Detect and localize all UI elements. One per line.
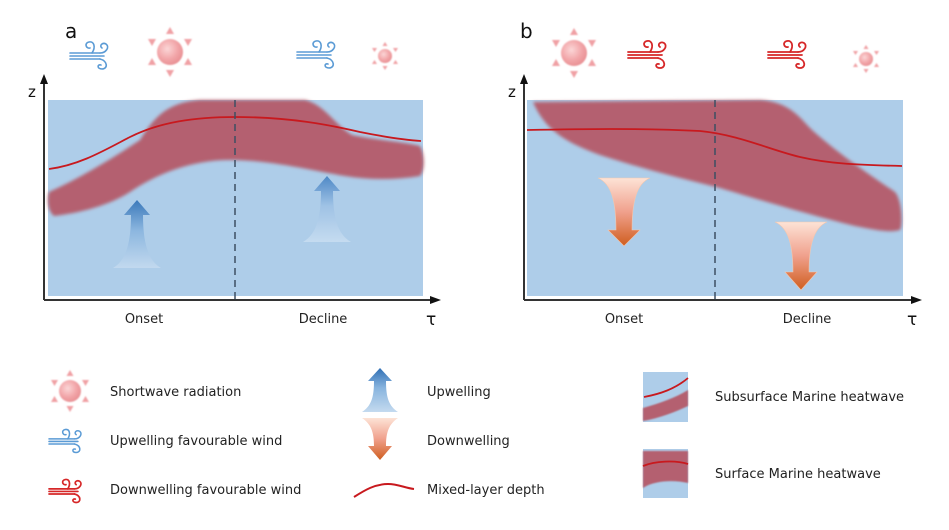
downwelling-wind-icon (767, 40, 807, 69)
upwelling-arrow-icon (362, 368, 398, 412)
mixed-layer-line-icon (353, 482, 415, 498)
legend-label-upwelling: Upwelling (427, 385, 491, 400)
legend-label-surface-mhw: Surface Marine heatwave (715, 467, 881, 482)
y-axis-label: z (28, 83, 36, 101)
surface-mhw-icon (642, 449, 689, 498)
downwelling-wind-icon (48, 478, 82, 504)
phase-label-onset: Onset (125, 312, 163, 327)
mixed-layer-depth-line (526, 128, 903, 167)
y-axis-arrow-icon (520, 74, 528, 84)
legend-label-mixed-layer: Mixed-layer depth (427, 483, 545, 498)
phase-label-decline: Decline (299, 312, 348, 327)
upwelling-arrow (113, 200, 161, 268)
downwelling-arrow-icon (362, 418, 398, 460)
panel-a: a (28, 19, 441, 330)
y-axis-label: z (508, 83, 516, 101)
upwelling-wind-icon (296, 40, 336, 69)
sun-icon (853, 45, 879, 73)
y-axis-arrow-icon (40, 74, 48, 84)
legend-label-shortwave: Shortwave radiation (110, 385, 241, 400)
upwelling-wind-icon (48, 428, 82, 454)
subsurface-mhw-icon (643, 372, 689, 422)
legend-label-downwelling-wind: Downwelling favourable wind (110, 483, 301, 498)
heatwave-region (47, 100, 424, 216)
downwelling-arrow (774, 221, 828, 291)
legend-label-subsurface-mhw: Subsurface Marine heatwave (715, 390, 904, 405)
panel-label: a (65, 19, 77, 43)
x-axis-arrow-icon (430, 296, 441, 304)
x-axis-arrow-icon (911, 296, 922, 304)
legend: Shortwave radiation Upwelling favourable… (48, 368, 904, 504)
panel-label: b (520, 19, 533, 43)
phase-label-decline: Decline (783, 312, 832, 327)
sun-icon (372, 42, 398, 70)
downwelling-wind-icon (627, 40, 667, 69)
legend-label-downwelling: Downwelling (427, 434, 510, 449)
phase-label-onset: Onset (605, 312, 643, 327)
heatwave-region (533, 100, 902, 232)
downwelling-arrow (597, 177, 651, 247)
sun-icon (552, 28, 596, 78)
legend-label-upwelling-wind: Upwelling favourable wind (110, 434, 282, 449)
x-axis-label: τ (907, 310, 917, 330)
sun-icon (51, 370, 89, 412)
panel-b: b (508, 19, 922, 330)
upwelling-wind-icon (69, 41, 109, 70)
upwelling-arrow (303, 176, 351, 242)
sun-icon (148, 27, 192, 77)
x-axis-label: τ (426, 310, 436, 330)
